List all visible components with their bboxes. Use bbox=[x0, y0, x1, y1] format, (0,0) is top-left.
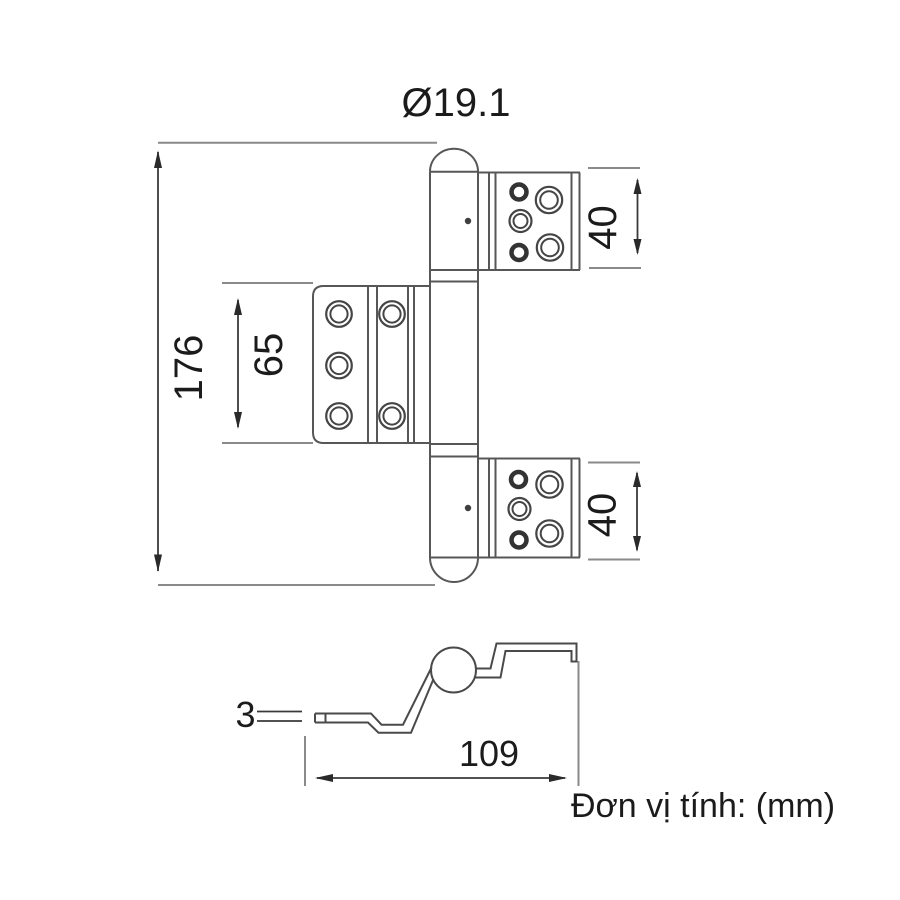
screw-hole bbox=[325, 351, 353, 380]
pin-hole bbox=[464, 217, 472, 225]
front-view: Ø19.1 176 65 40 bbox=[154, 81, 642, 586]
arrowhead-up bbox=[154, 150, 162, 168]
arrowhead-right bbox=[549, 774, 567, 782]
dim-label-overall-height: 176 bbox=[167, 335, 211, 402]
screw-hole bbox=[378, 300, 406, 328]
screw-hole-inner bbox=[539, 190, 559, 210]
dim-bottom-leaf-height: 40 bbox=[581, 461, 641, 561]
dim-label-diameter: Ø19.1 bbox=[402, 81, 511, 125]
screw-hole bbox=[325, 402, 353, 430]
dim-label-top-leaf-height: 40 bbox=[581, 205, 625, 250]
arrowhead-down bbox=[633, 239, 642, 255]
barrel-section-circle bbox=[430, 646, 477, 694]
screw-hole-inner bbox=[329, 355, 349, 376]
arrowhead-up bbox=[633, 471, 641, 487]
middle-left-leaf bbox=[312, 285, 430, 444]
leaf-section-bottom-surface bbox=[315, 678, 435, 734]
top-right-leaf bbox=[478, 171, 581, 271]
dim-label-section-width: 109 bbox=[459, 733, 519, 774]
dim-overall-height: 176 bbox=[154, 141, 437, 586]
barrel-bottom-dome bbox=[429, 557, 479, 583]
arrowhead-down bbox=[154, 554, 162, 572]
dim-label-plate-thickness: 3 bbox=[235, 694, 255, 735]
screw-hole bbox=[507, 496, 532, 522]
screw-hole-inner bbox=[382, 406, 402, 426]
screw-hole-inner bbox=[382, 304, 402, 324]
screw-hole bbox=[534, 185, 564, 215]
bottom-right-leaf bbox=[478, 457, 581, 559]
section-view: 3 109 bbox=[235, 642, 580, 786]
screw-hole-inner bbox=[329, 406, 349, 426]
screw-hole bbox=[509, 182, 529, 202]
dim-section-width: 109 bbox=[304, 661, 580, 786]
screw-hole-inner bbox=[540, 237, 560, 258]
barrel-top-dome bbox=[429, 147, 479, 172]
screw-hole-inner bbox=[512, 213, 529, 229]
dim-label-middle-leaf-height: 65 bbox=[247, 333, 291, 378]
arrowhead-left bbox=[315, 774, 333, 782]
dim-top-leaf-height: 40 bbox=[581, 167, 642, 269]
dim-label-bottom-leaf-height: 40 bbox=[581, 493, 625, 538]
arrowhead-up bbox=[234, 298, 242, 315]
dim-middle-leaf-height: 65 bbox=[222, 282, 313, 444]
leaf-section-top-surface bbox=[315, 667, 433, 726]
screw-hole bbox=[535, 519, 564, 548]
screw-hole bbox=[509, 242, 529, 263]
arrowhead-down bbox=[633, 536, 641, 552]
screw-hole-inner bbox=[329, 304, 349, 324]
screw-hole-inner bbox=[539, 523, 560, 544]
pin-hole bbox=[464, 504, 472, 512]
screw-hole bbox=[535, 233, 565, 262]
screw-hole bbox=[508, 469, 529, 490]
screw-hole-inner bbox=[511, 501, 528, 517]
arrowhead-down bbox=[234, 412, 242, 429]
screw-hole bbox=[509, 530, 529, 550]
screw-hole bbox=[535, 470, 564, 499]
screw-hole bbox=[325, 300, 353, 328]
hinge-barrel bbox=[429, 147, 479, 583]
leaf-outline bbox=[312, 285, 430, 444]
screw-hole bbox=[508, 208, 533, 234]
dim-plate-thickness: 3 bbox=[235, 694, 302, 735]
screw-hole-inner bbox=[539, 474, 560, 495]
leaf-section-right-strip bbox=[474, 642, 578, 679]
arrowhead-up bbox=[633, 178, 642, 194]
screw-hole bbox=[378, 402, 406, 430]
unit-note: Đơn vị tính: (mm) bbox=[571, 787, 835, 825]
